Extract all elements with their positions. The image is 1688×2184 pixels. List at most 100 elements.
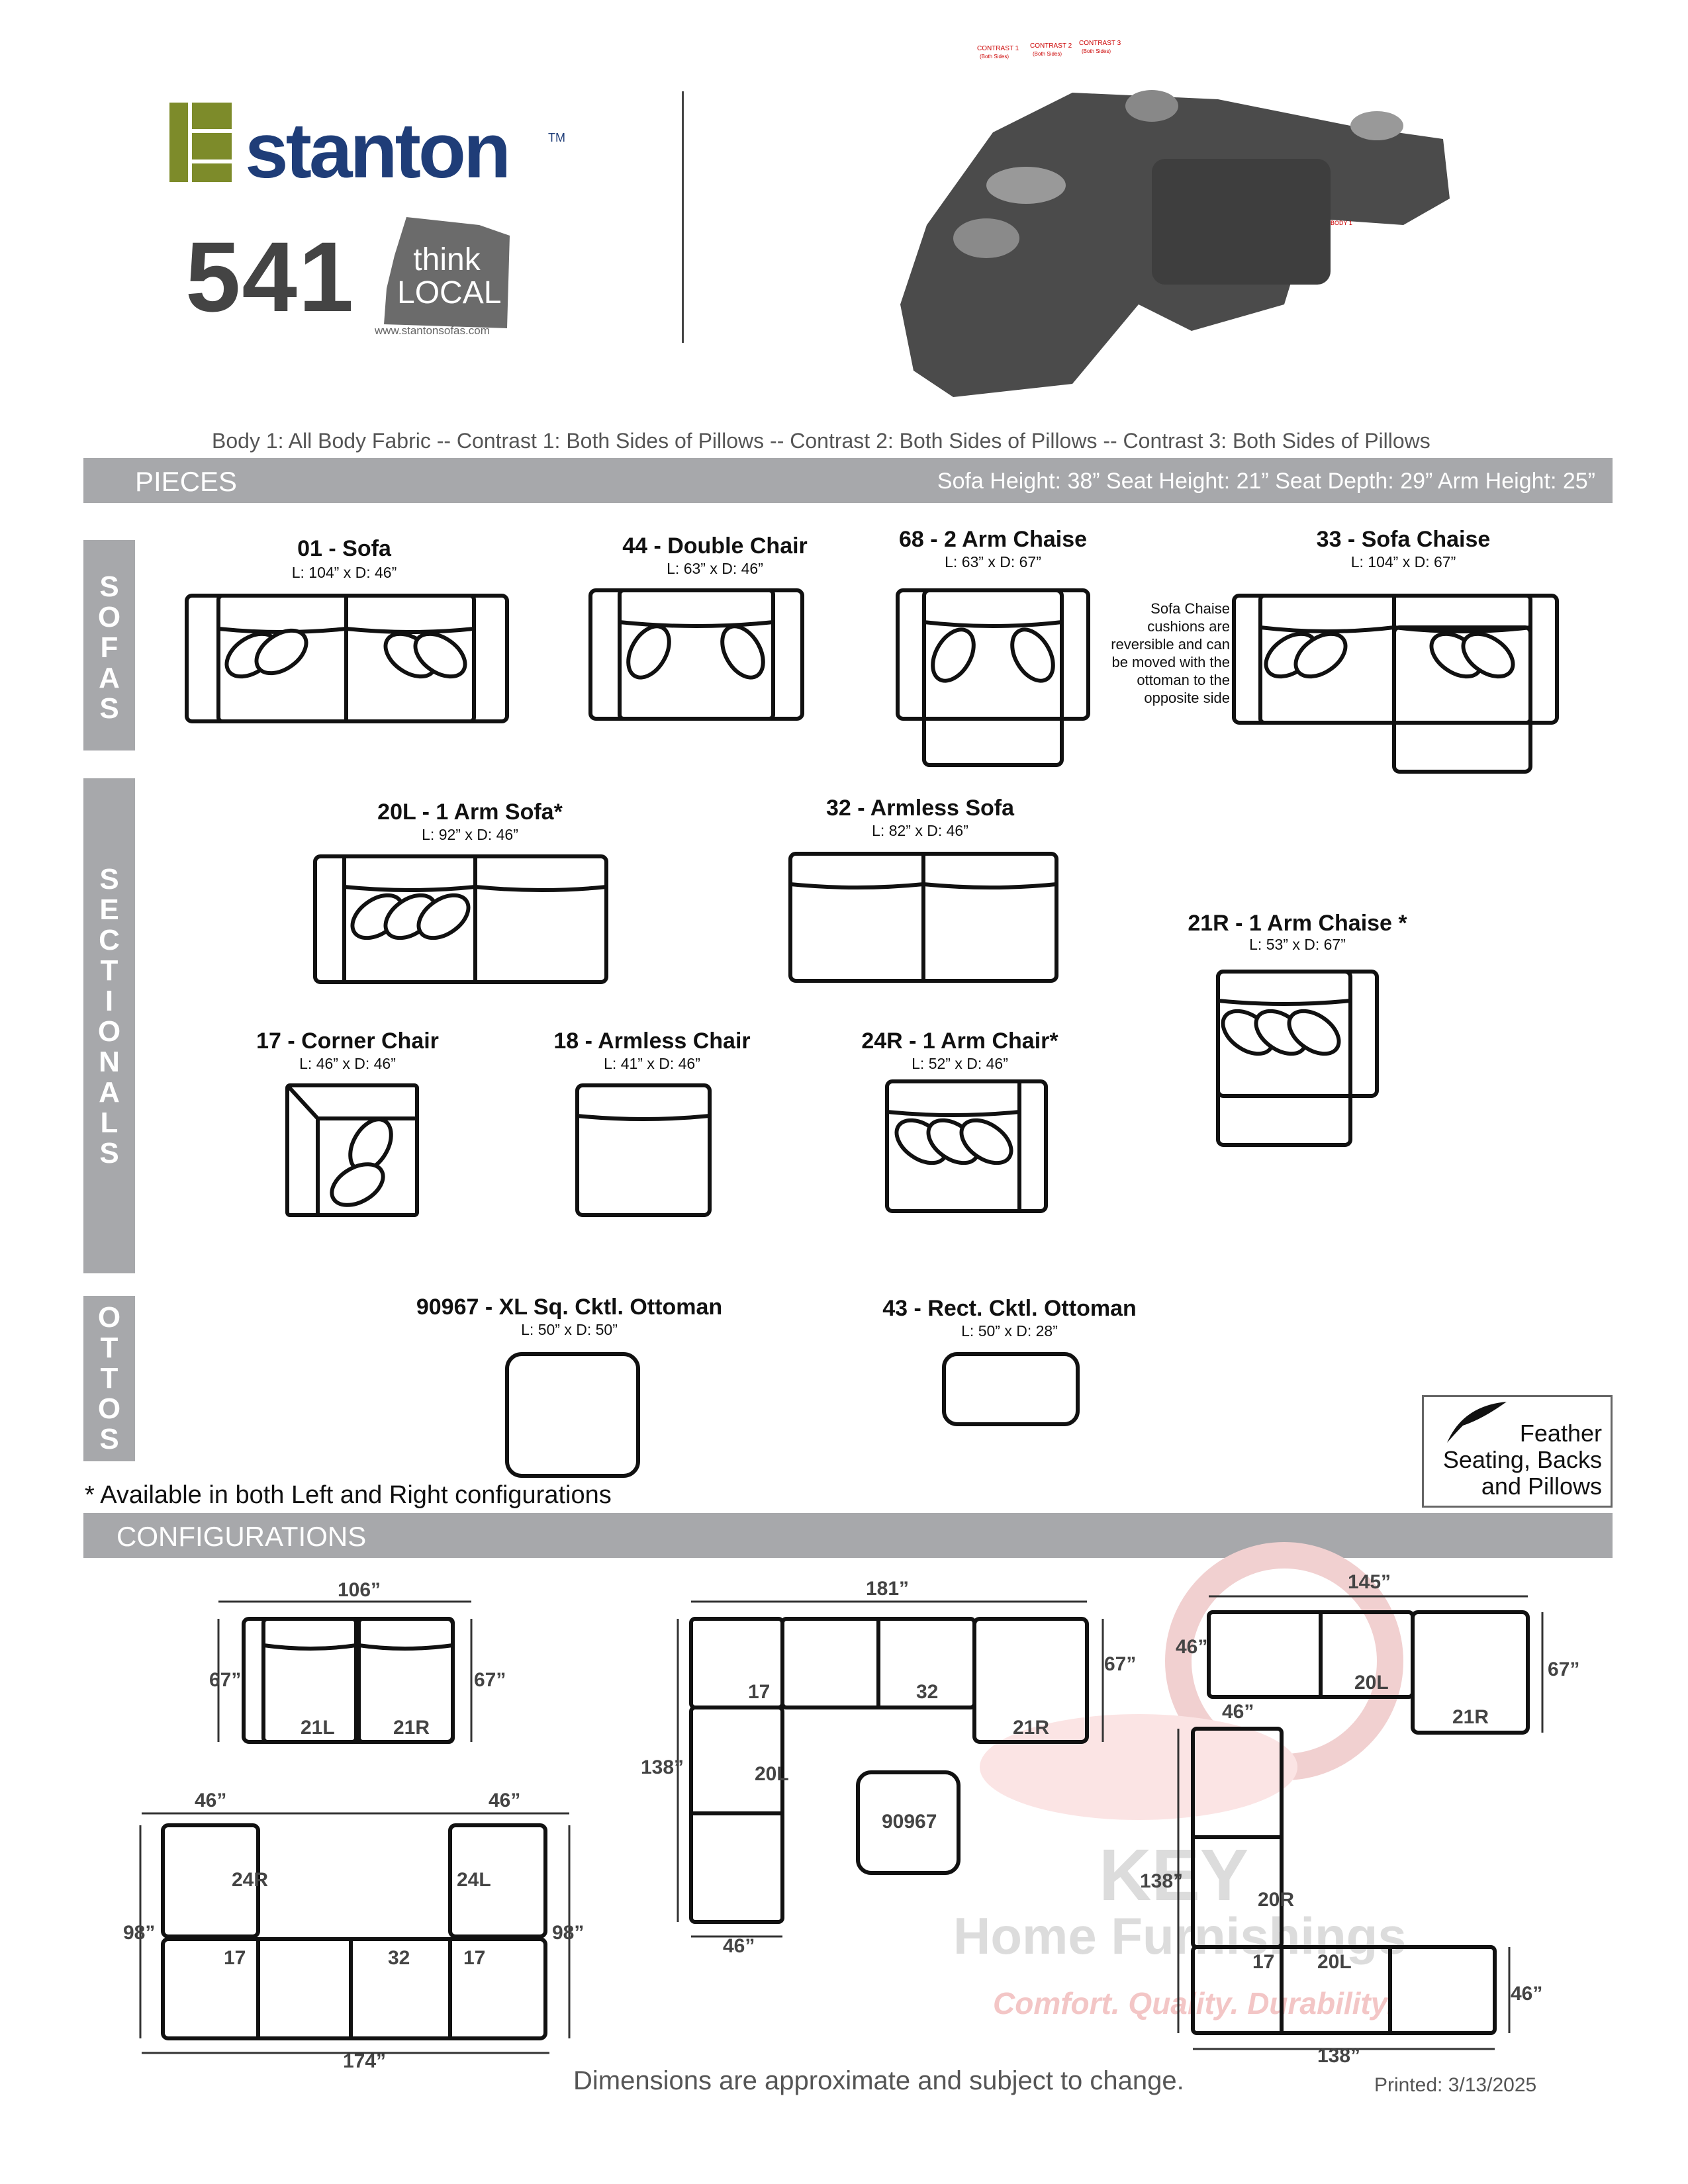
piece-dim-68: L: 63” x D: 67” — [945, 553, 1041, 570]
printed-date: Printed: 3/13/2025 — [1374, 2074, 1537, 2096]
watermark-line-2: Home Furnishings — [953, 1907, 1407, 1965]
piece-dim-43: L: 50” x D: 28” — [961, 1322, 1058, 1340]
c4-piece-1: 20L — [1354, 1672, 1389, 1694]
c2-piece-3: 17 — [224, 1947, 246, 1969]
contrast3-label: CONTRAST 3 — [1079, 40, 1121, 47]
c3-piece-4: 20L — [755, 1763, 789, 1785]
piece-dim-21r: L: 53” x D: 67” — [1249, 936, 1346, 953]
contrast1-label: CONTRAST 1 — [977, 45, 1019, 52]
c2-depth-right: 98” — [552, 1922, 584, 1944]
piece-label-01: 01 - Sofa — [297, 536, 391, 561]
piece-label-33: 33 - Sofa Chaise — [1316, 527, 1491, 552]
header-divider — [682, 91, 684, 343]
c3-piece-5: 90967 — [882, 1811, 937, 1833]
c1-depth-right: 67” — [474, 1669, 506, 1691]
c4-depth-left: 138” — [1140, 1870, 1183, 1892]
c3-piece-1: 17 — [748, 1681, 770, 1703]
contrast2-sub: (Both Sides) — [1033, 51, 1062, 57]
product-photo: CONTRAST 1 (Both Sides) CONTRAST 2 (Both… — [874, 26, 1456, 397]
c2-piece-5: 17 — [463, 1947, 485, 1969]
c2-piece-4: 32 — [388, 1947, 410, 1969]
piece-drawing-18 — [575, 1083, 712, 1217]
contrast3-sub: (Both Sides) — [1082, 48, 1111, 54]
piece-drawing-44 — [588, 588, 804, 721]
c4-width: 145” — [1348, 1571, 1391, 1593]
config-3 — [689, 1617, 1089, 1924]
piece-label-24r: 24R - 1 Arm Chair* — [861, 1028, 1058, 1054]
piece-label-68: 68 - 2 Arm Chaise — [898, 527, 1088, 552]
piece-label-32: 32 - Armless Sofa — [825, 796, 1015, 821]
c4-bottom-d: 46” — [1511, 1983, 1542, 2005]
piece-label-17: 17 - Corner Chair — [256, 1028, 439, 1054]
piece-drawing-33 — [1232, 594, 1559, 774]
badge-line-1: think — [413, 242, 481, 277]
c2-left-w: 46” — [195, 1790, 226, 1811]
c4-depth-right: 67” — [1548, 1659, 1579, 1680]
piece-drawings — [185, 588, 1559, 1478]
pieces-band: PIECES Sofa Height: 38” Seat Height: 21”… — [83, 458, 1613, 503]
c2-piece-1: 24R — [232, 1869, 268, 1891]
c3-width: 181” — [866, 1578, 909, 1600]
pieces-title: PIECES — [135, 466, 238, 497]
c1-width: 106” — [338, 1579, 381, 1601]
config-1 — [242, 1617, 455, 1744]
config-4 — [1191, 1610, 1530, 2035]
c4-mid-w: 46” — [1222, 1701, 1254, 1723]
c3-piece-3: 21R — [1013, 1717, 1049, 1739]
piece-label-20l: 20L - 1 Arm Sofa* — [377, 799, 563, 825]
piece-drawing-24r — [885, 1079, 1048, 1213]
c1-piece-1: 21L — [301, 1717, 335, 1739]
piece-dim-32: L: 82” x D: 46” — [872, 822, 968, 839]
piece-label-21r: 21R - 1 Arm Chaise * — [1188, 911, 1407, 936]
piece-dim-44: L: 63” x D: 46” — [667, 560, 763, 577]
piece-drawing-68 — [896, 588, 1090, 767]
oregon-state-icon — [384, 217, 510, 328]
c4-bottom-w: 138” — [1317, 2045, 1360, 2067]
piece-drawing-32 — [788, 852, 1058, 983]
c3-depth-right: 67” — [1104, 1653, 1136, 1675]
piece-dim-01: L: 104” x D: 46” — [291, 564, 397, 581]
c2-width: 174” — [343, 2050, 386, 2072]
feather-icon — [1447, 1402, 1507, 1443]
c2-piece-2: 24L — [457, 1869, 491, 1891]
configurations-band: CONFIGURATIONS — [83, 1513, 1613, 1558]
contrast1-sub: (Both Sides) — [980, 54, 1009, 60]
think-local-badge: think LOCAL — [397, 242, 502, 310]
model-number: 541 — [185, 221, 355, 332]
c4-top-left-d: 46” — [1176, 1636, 1207, 1658]
brand-name: stanton — [245, 107, 511, 195]
c1-depth-left: 67” — [209, 1669, 241, 1691]
piece-drawing-21r — [1216, 970, 1379, 1147]
badge-line-2: LOCAL — [397, 275, 502, 310]
c3-bottom-w: 46” — [723, 1935, 755, 1957]
c4-piece-2: 21R — [1452, 1706, 1489, 1728]
contrast2-label: CONTRAST 2 — [1030, 42, 1072, 50]
piece-dim-33: L: 104” x D: 67” — [1350, 553, 1456, 570]
disclaimer: Dimensions are approximate and subject t… — [573, 2066, 1184, 2095]
config-2 — [161, 1823, 547, 2040]
availability-note: * Available in both Left and Right confi… — [85, 1481, 612, 1509]
piece-drawing-43 — [942, 1352, 1080, 1426]
piece-dim-24r: L: 52” x D: 46” — [912, 1055, 1008, 1072]
configurations-title: CONFIGURATIONS — [117, 1521, 367, 1552]
trademark: TM — [548, 131, 565, 144]
stanton-logo-icon — [169, 103, 232, 182]
piece-label-90967: 90967 - XL Sq. Cktl. Ottoman — [416, 1295, 723, 1320]
c2-right-w: 46” — [489, 1790, 520, 1811]
piece-dim-90967: L: 50” x D: 50” — [521, 1321, 618, 1338]
c4-piece-5: 20L — [1317, 1951, 1352, 1973]
feather-box — [1422, 1395, 1613, 1508]
piece-dim-18: L: 41” x D: 46” — [604, 1055, 700, 1072]
c3-piece-2: 32 — [916, 1681, 938, 1703]
piece-label-18: 18 - Armless Chair — [553, 1028, 751, 1054]
pieces-specs: Sofa Height: 38” Seat Height: 21” Seat D… — [937, 469, 1595, 494]
